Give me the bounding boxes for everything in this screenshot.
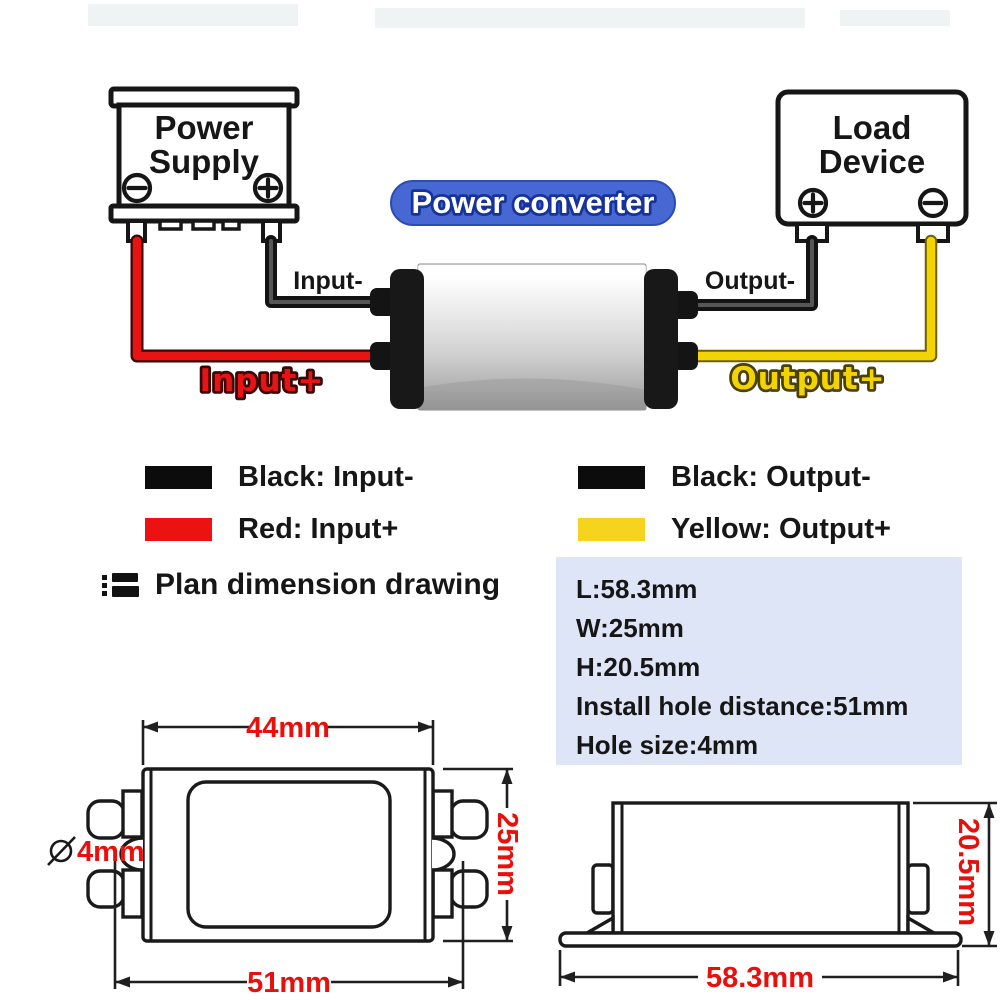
top-view-drawing: 44mm 25mm 51mm 4mm (47, 712, 523, 999)
legend-label: Yellow: Output+ (671, 512, 891, 545)
side-view-tab (591, 863, 615, 915)
side-view-tab (906, 863, 930, 915)
mount-ear (86, 869, 126, 909)
mount-ear (449, 799, 489, 840)
screw-slot (119, 836, 144, 872)
legend-label: Black: Output- (671, 460, 871, 493)
spec-line-length: L:58.3mm (576, 574, 698, 604)
plan-dimension-heading: Plan dimension drawing (155, 568, 501, 601)
converter-device (370, 263, 698, 411)
wires (130, 234, 938, 363)
dimension-length-58-3mm: 58.3mm (558, 950, 960, 994)
output-positive-label: Output+ (730, 361, 885, 397)
converter-wire-boss (370, 342, 396, 370)
converter-wire-boss (370, 288, 396, 316)
side-view-body (611, 801, 910, 935)
dimension-hole-distance-51mm: 51mm (113, 853, 465, 999)
spec-box: L:58.3mm W:25mm H:20.5mm Install hole di… (556, 557, 962, 765)
diameter-icon (47, 836, 76, 866)
plan-dimension-heading-row: Plan dimension drawing (102, 568, 500, 602)
input-positive-label: Input+ (200, 363, 325, 399)
minus-terminal-icon (121, 172, 153, 204)
legend-label: Black: Input- (238, 460, 414, 493)
spec-line-hole-distance: Install hole distance:51mm (576, 691, 909, 721)
spec-line-hole-size: Hole size:4mm (576, 730, 759, 760)
mount-ear (86, 799, 126, 840)
legend-label: Red: Input+ (238, 512, 399, 545)
dim-label-51mm: 51mm (247, 967, 331, 999)
load-device: Load Device (775, 89, 969, 243)
converter-end-cap-right (644, 269, 678, 409)
power-supply-tab (221, 219, 241, 231)
plus-terminal-icon (797, 187, 829, 219)
wire-output-positive (657, 236, 936, 361)
legend-item-input-positive: Red: Input+ (145, 512, 398, 546)
wire-output-negative-core (660, 239, 814, 307)
converter-top-view-lid (186, 780, 392, 929)
ear-connector (121, 789, 144, 839)
converter-badge-pill (390, 180, 676, 226)
converter-top-highlight (418, 266, 646, 275)
dimension-hole-size-4mm: 4mm (47, 836, 145, 868)
power-supply-label-line2: Supply (149, 143, 260, 180)
dim-label-58-3mm: 58.3mm (706, 962, 814, 994)
screw-slot (431, 836, 456, 872)
wire-input-negative-core (269, 239, 407, 304)
converter-wire-boss (672, 342, 698, 370)
converter-end-cap-left (390, 269, 424, 409)
power-supply: Power Supply (108, 86, 300, 243)
legend-item-output-positive: Yellow: Output+ (578, 512, 891, 546)
converter-wire-boss (672, 291, 698, 319)
converter-badge: Power converter (390, 180, 676, 226)
plus-terminal-icon (252, 172, 284, 204)
load-device-body (775, 89, 969, 227)
power-supply-tab (158, 219, 183, 231)
gusset (906, 915, 941, 935)
converter-bottom-shade (418, 378, 646, 410)
minus-terminal-icon (917, 187, 949, 219)
side-view-drawing: 20.5mm 58.3mm (558, 801, 997, 994)
dim-label-25mm: 25mm (491, 812, 523, 896)
legend-item-output-negative: Black: Output- (578, 460, 871, 494)
dimension-width-44mm: 44mm (141, 712, 435, 765)
ear-connector (431, 868, 454, 919)
red-wire-swatch (145, 517, 212, 541)
legend-item-input-negative: Black: Input- (145, 460, 414, 494)
power-supply-label-line1: Power (154, 109, 253, 146)
load-device-label-line2: Device (819, 143, 925, 180)
wiring-diagram: Power Supply Load Device (108, 86, 969, 411)
dimension-height-25mm: 25mm (443, 767, 523, 943)
spec-line-height: H:20.5mm (576, 652, 701, 682)
faded-header-artifact (0, 0, 1000, 48)
load-device-label-line1: Load (833, 109, 912, 146)
converter-badge-label: Power converter (412, 185, 655, 220)
dim-label-20-5mm: 20.5mm (952, 818, 984, 926)
input-negative-label: Input- (293, 267, 362, 295)
wire-input-positive (132, 236, 410, 361)
yellow-wire-swatch (578, 517, 645, 541)
output-negative-label: Output- (705, 267, 795, 295)
spec-line-width: W:25mm (576, 613, 684, 643)
power-supply-tab (191, 219, 216, 231)
list-grid-icon (102, 572, 139, 597)
dimension-height-20-5mm: 20.5mm (913, 801, 997, 948)
dim-label-4mm: 4mm (77, 836, 145, 868)
black-wire-swatch (145, 465, 212, 489)
mount-ear (449, 869, 489, 909)
ear-connector (121, 868, 144, 919)
gusset (580, 915, 615, 935)
black-wire-swatch (578, 465, 645, 489)
power-supply-bottom-flange (108, 203, 300, 224)
base-plate (558, 931, 963, 948)
wire-output-positive-outline (655, 234, 938, 363)
ear-connector (431, 789, 454, 839)
dim-label-44mm: 44mm (246, 712, 330, 744)
